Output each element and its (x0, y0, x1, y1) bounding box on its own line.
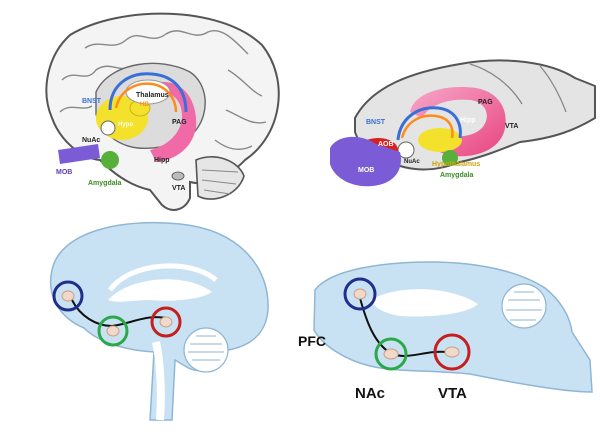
rodent-label-pag: PAG (478, 99, 493, 106)
rodent-label-mob: MOB (358, 167, 374, 174)
rodent-label-hipp: Hipp (460, 117, 476, 124)
human-label-hb: HB (140, 102, 149, 108)
rodent-mob-region (330, 136, 401, 187)
rodent-sagittal-panel: PFC NAc VTA (298, 261, 593, 402)
human-label-vta: VTA (172, 185, 185, 192)
rodent-cerebellum (501, 283, 547, 329)
rodent-label-aob: AOB (378, 141, 394, 148)
rodent-label-hypothalamus: Hypothalamus (432, 161, 480, 168)
human-sagittal-outline (49, 221, 269, 421)
label-nac: NAc (355, 385, 385, 402)
human-label-bnst: BNST (82, 98, 102, 105)
label-vta: VTA (438, 385, 467, 402)
human-pfc-ring (52, 280, 84, 312)
rodent-label-nuac: NuAc (404, 159, 420, 165)
human-label-nuac: NuAc (82, 137, 100, 144)
rodent-label-vta: VTA (505, 123, 518, 130)
rodent-amygdala-region (442, 150, 458, 166)
human-sagittal-panel (49, 221, 269, 421)
rodent-vta-ring (433, 333, 471, 371)
human-cerebellum (183, 327, 229, 373)
human-bnst-tract (108, 72, 188, 113)
human-amygdala-region (101, 151, 119, 169)
rodent-label-bnst: BNST (366, 119, 386, 126)
rodent-label-amygdala: Amygdala (440, 172, 474, 179)
human-label-mob: MOB (56, 169, 72, 176)
human-brain-panel: BNST Thalamus HB Hypo PAG NuAc Hipp MOB … (45, 12, 280, 211)
human-vta-ring (150, 306, 182, 338)
human-nac-ring (97, 315, 129, 347)
human-mob-region (58, 144, 100, 164)
human-nuac-region (100, 120, 116, 136)
human-label-hipp: Hipp (154, 157, 170, 164)
rodent-pfc-ring (343, 277, 377, 311)
rodent-nac-ring (374, 337, 408, 371)
human-label-amygdala: Amygdala (88, 180, 122, 187)
human-label-hypo: Hypo (118, 122, 133, 128)
label-pfc: PFC (298, 333, 326, 349)
rodent-sagittal-outline (313, 261, 593, 393)
human-label-pag: PAG (172, 119, 187, 126)
human-label-thalamus: Thalamus (136, 92, 169, 99)
rodent-brain-panel: BNST PAG Hipp AOB VTA NuAc Hypothalamus … (330, 59, 596, 187)
